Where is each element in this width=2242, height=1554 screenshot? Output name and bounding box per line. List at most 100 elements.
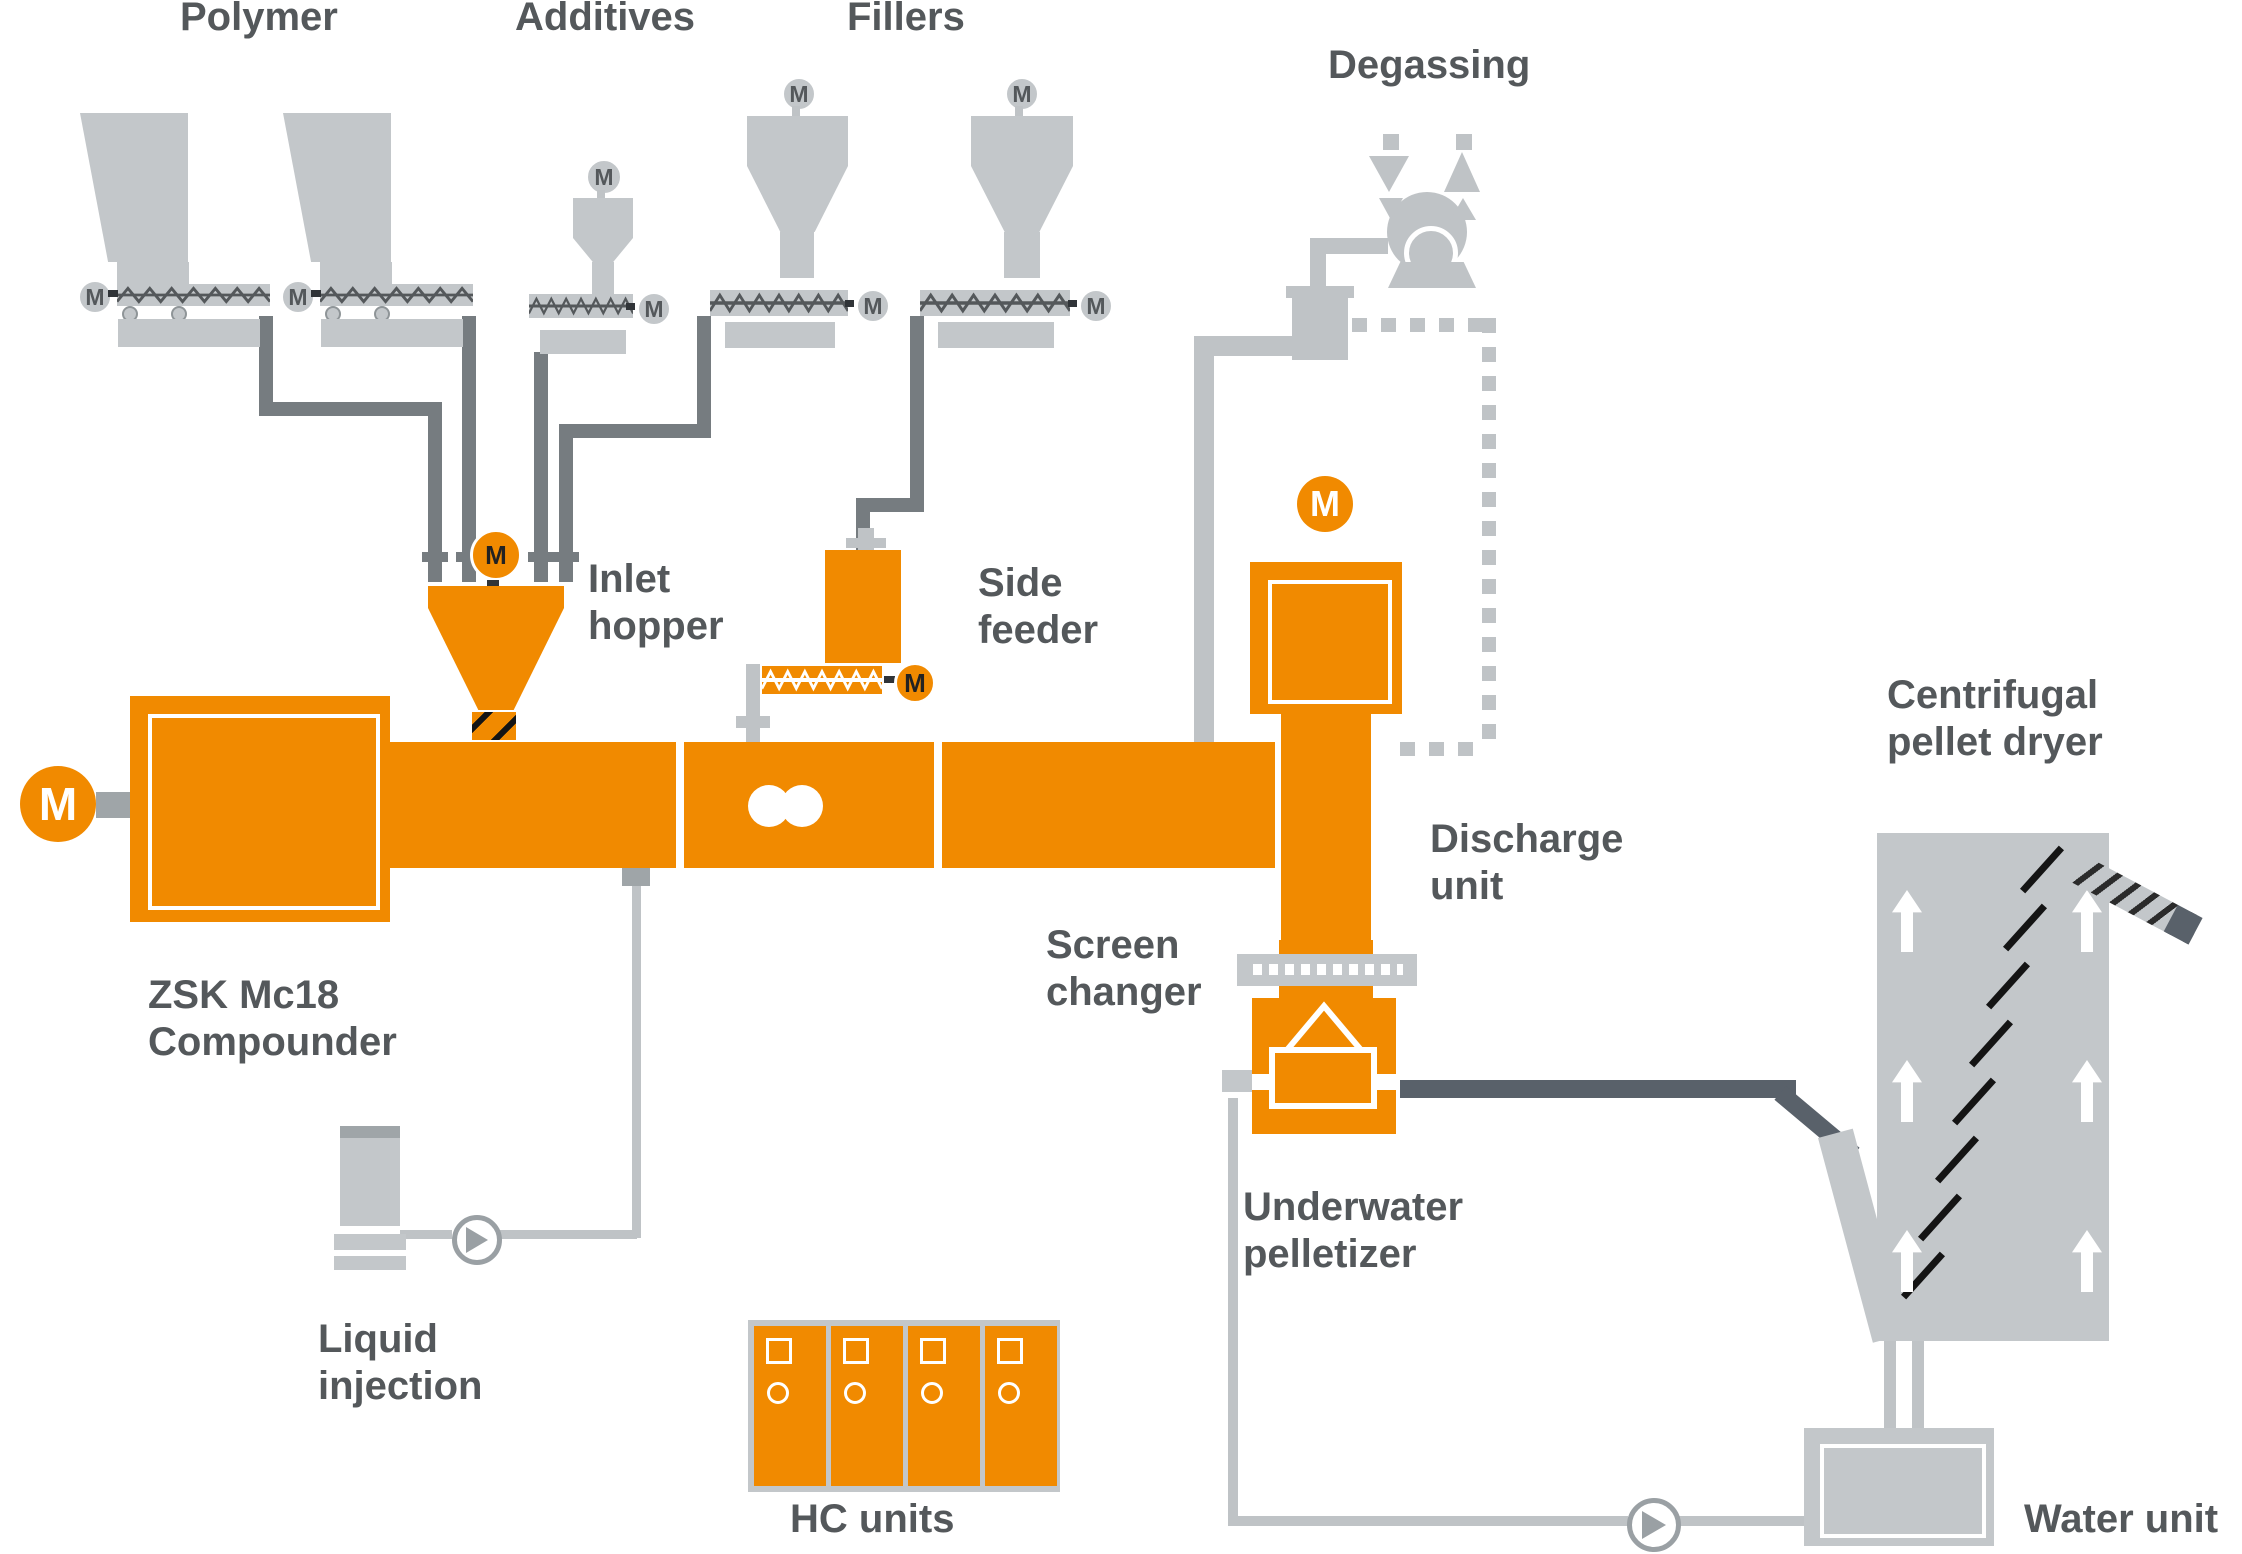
vacuum-dashed-line: [1482, 318, 1496, 748]
motor-letter: M: [1310, 483, 1340, 524]
label-line: injection: [318, 1364, 483, 1408]
motor-letter: M: [644, 295, 664, 322]
feed-pipe: [856, 498, 924, 512]
motor-stem: [1015, 106, 1023, 116]
cabinet-dial-icon: [921, 1382, 943, 1404]
additive-hopper: [573, 198, 633, 238]
air-arrow-dash: [1383, 134, 1399, 150]
injection-canister-lid: [340, 1126, 400, 1138]
pipe-flange: [456, 552, 482, 562]
feed-pipe: [534, 352, 548, 582]
feeder-screw-trough: [528, 294, 634, 318]
degassing-pipe: [1194, 336, 1296, 356]
motor-badge: M: [585, 158, 623, 196]
pump-triangle-icon: [466, 1227, 488, 1253]
label-line: Side: [978, 561, 1063, 605]
feed-pipe: [462, 316, 476, 582]
motor-dash: [108, 290, 118, 297]
motor-letter: M: [1086, 292, 1106, 319]
label-line: Centrifugal: [1887, 673, 2099, 717]
pipe-flange: [422, 552, 448, 562]
pellet-dryer-body: [1877, 833, 2109, 1341]
inlet-hopper-cone: [428, 608, 564, 710]
label-line: Underwater: [1243, 1185, 1464, 1229]
injection-canister: [340, 1126, 400, 1226]
side-feeder-screw: [761, 666, 883, 694]
label-line: Discharge: [1430, 817, 1624, 861]
air-arrow-dash: [1456, 134, 1472, 150]
twin-screw-circle: [781, 785, 823, 827]
filler-hopper-1-cone: [747, 166, 848, 232]
cabinet-dial-icon: [767, 1382, 789, 1404]
filler-hopper-2-neck: [1004, 232, 1040, 278]
label-discharge-unit: Discharge unit: [1430, 816, 1623, 910]
screen-changer-flange: [1279, 940, 1373, 954]
label-degassing: Degassing: [1328, 43, 1531, 87]
degassing-pipe: [1310, 246, 1326, 298]
water-return-pipe: [1228, 1098, 1238, 1522]
label-line: changer: [1046, 970, 1202, 1014]
barrel-divider: [676, 742, 684, 868]
additive-hopper-cone: [573, 238, 633, 262]
hc-unit-cabinet: [985, 1326, 1057, 1486]
feed-pipe: [259, 316, 273, 416]
motor-badge: M: [855, 288, 891, 324]
feed-pipe: [697, 316, 711, 438]
filler-hopper-1-neck: [780, 232, 814, 278]
feeder-screw-trough: [115, 284, 272, 306]
cabinet-window: [997, 1338, 1023, 1364]
feeder-pedestal: [938, 322, 1054, 348]
water-pump: [1627, 1498, 1681, 1552]
motor-gearbox-connector: [96, 792, 132, 818]
polymer-hopper-2: [283, 113, 391, 262]
cabinet-window: [843, 1338, 869, 1364]
motor-letter: M: [863, 292, 883, 319]
inlet-hopper-top: [428, 586, 564, 608]
label-hc-units: HC units: [790, 1497, 955, 1541]
feed-pipe: [259, 402, 442, 416]
motor-letter: M: [904, 667, 926, 698]
label-side-feeder: Side feeder: [978, 560, 1098, 654]
motor-badge: M: [280, 279, 316, 315]
label-pellet-dryer: Centrifugal pellet dryer: [1887, 672, 2103, 766]
dryer-water-pipe: [1912, 1341, 1924, 1428]
motor-stem: [597, 190, 605, 198]
barrel-divider: [934, 742, 942, 868]
side-feeder-motor-badge: M: [894, 662, 936, 704]
feed-pipe: [559, 424, 711, 438]
pipe-flange: [553, 552, 579, 562]
side-feeder-top-flange: [846, 538, 886, 548]
label-line: Compounder: [148, 1020, 397, 1064]
water-return-pipe: [1228, 1516, 1628, 1526]
feeder-pedestal: [725, 322, 835, 348]
side-feeder-hopper: [825, 550, 901, 663]
motor-dash: [845, 300, 854, 307]
label-water-unit: Water unit: [2024, 1497, 2219, 1541]
motor-dash: [487, 580, 499, 588]
injection-line: [632, 878, 641, 1238]
label-liquid-injection: Liquid injection: [318, 1316, 482, 1410]
motor-letter: M: [1012, 80, 1032, 107]
underwater-pelletizer-body: [1252, 998, 1396, 1134]
motor-letter: M: [789, 80, 809, 107]
water-unit-inner-border: [1820, 1444, 1986, 1538]
extruder-barrel: [388, 742, 1275, 868]
cabinet-window: [920, 1338, 946, 1364]
motor-letter: M: [38, 778, 78, 830]
motor-letter: M: [288, 283, 308, 310]
feeder-screw-trough: [318, 284, 475, 306]
label-line: Inlet: [588, 557, 671, 601]
injection-line: [400, 1230, 452, 1239]
label-line: pelletizer: [1243, 1232, 1417, 1276]
feeder-screw-trough: [709, 290, 849, 316]
pelletizer-graphic: [1252, 998, 1396, 1134]
label-line: pellet dryer: [1887, 720, 2103, 764]
injection-pump: [452, 1215, 502, 1265]
dryer-water-pipe: [1884, 1341, 1896, 1428]
label-fillers: Fillers: [847, 0, 965, 39]
label-line: unit: [1430, 864, 1504, 908]
label-additives: Additives: [515, 0, 696, 39]
side-feeder-drop-pipe: [746, 664, 760, 742]
label-compounder: ZSK Mc18 Compounder: [148, 972, 397, 1066]
